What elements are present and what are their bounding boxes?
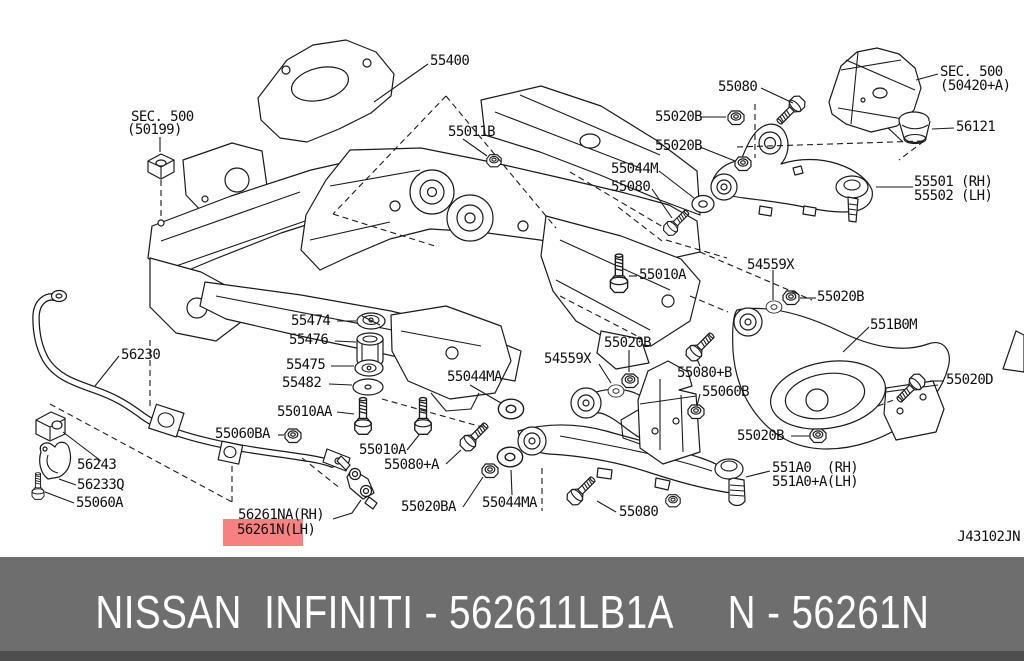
part-label-55010AA[interactable]: 55010AA	[277, 404, 332, 420]
part-label-55400[interactable]: 55400	[430, 53, 470, 69]
footer-bar: NISSAN INFINITI - 562611LB1A N - 56261N	[0, 557, 1024, 661]
footer-brand-partnumber: NISSAN INFINITI - 562611LB1A	[95, 586, 674, 638]
part-label-55482[interactable]: 55482	[282, 375, 322, 391]
part-label-54559X-upper[interactable]: 54559X	[747, 257, 795, 273]
part-label-55020B-b[interactable]: 55020B	[655, 138, 703, 154]
part-label-551B0M[interactable]: 551B0M	[870, 317, 918, 333]
part-label-55060A[interactable]: 55060A	[76, 495, 124, 511]
part-label-55020BA[interactable]: 55020BA	[401, 499, 456, 515]
bolt-glyph	[772, 92, 809, 129]
sec-ref-50199-line1[interactable]: SEC. 500	[131, 109, 194, 125]
part-label-55010A-upper[interactable]: 55010A	[639, 267, 687, 283]
sec-ref-50420-line1[interactable]: SEC. 500	[940, 64, 1003, 80]
part-label-55011B[interactable]: 55011B	[448, 124, 496, 140]
part-label-56230[interactable]: 56230	[121, 347, 161, 363]
part-label-55044M[interactable]: 55044M	[611, 161, 659, 177]
part-label-55502[interactable]: 55502 (LH)	[914, 188, 993, 204]
part-label-56243[interactable]: 56243	[77, 457, 117, 473]
part-label-55020D[interactable]: 55020D	[946, 372, 994, 388]
washer-glyph	[691, 194, 715, 214]
part-label-55020B-e[interactable]: 55020B	[737, 428, 785, 444]
part-label-55044MA-upper[interactable]: 55044MA	[447, 369, 502, 385]
stabilizer-link-drawing	[336, 455, 378, 510]
part-label-55474[interactable]: 55474	[291, 313, 331, 329]
rear-lower-arm-drawing	[732, 307, 1024, 450]
part-label-55475[interactable]: 55475	[286, 357, 326, 373]
part-label-56261N-LH-highlighted[interactable]: 56261N(LH)	[237, 522, 316, 538]
part-label-55010A-lower[interactable]: 55010A	[359, 442, 407, 458]
upper-arm-drawing	[710, 123, 873, 223]
part-label-55476[interactable]: 55476	[289, 332, 329, 348]
front-lower-arm-drawing	[517, 360, 746, 507]
hex-nut-glyph	[486, 154, 502, 168]
part-label-55080plusA[interactable]: 55080+A	[384, 457, 439, 473]
part-label-551A0-RH[interactable]: 551A0 (RH)	[772, 460, 859, 476]
highlight-box	[223, 519, 303, 546]
diagram-code: J43102JN	[957, 529, 1020, 545]
part-label-56261NA-RH[interactable]: 56261NA(RH)	[238, 507, 325, 523]
part-label-55060BA[interactable]: 55060BA	[215, 426, 270, 442]
part-label-55501[interactable]: 55501 (RH)	[914, 174, 993, 190]
footer-n-partnumber: N - 56261N	[727, 586, 929, 638]
part-label-55044MA-lower[interactable]: 55044MA	[482, 495, 537, 511]
part-label-55020B-a[interactable]: 55020B	[655, 109, 703, 125]
sec-ref-50199-line2[interactable]: (50199)	[127, 122, 182, 138]
footer-text: NISSAN INFINITI - 562611LB1A N - 56261N	[95, 585, 929, 639]
dashed-lines	[49, 95, 925, 511]
subframe-drawing	[147, 39, 701, 412]
part-label-55020B-d[interactable]: 55020B	[604, 335, 652, 351]
part-label-55020B-c[interactable]: 55020B	[817, 289, 865, 305]
part-label-56121[interactable]: 56121	[956, 119, 996, 135]
part-label-55080-mid[interactable]: 55080	[611, 179, 651, 195]
part-label-55080-top[interactable]: 55080	[718, 79, 758, 95]
leader-lines	[44, 63, 955, 520]
part-label-56233Q[interactable]: 56233Q	[77, 477, 125, 493]
part-label-55080-low[interactable]: 55080	[619, 504, 659, 520]
sec-ref-50420-line2[interactable]: (50420+A)	[940, 78, 1011, 94]
part-label-55060B[interactable]: 55060B	[702, 384, 750, 400]
part-label-55080plusB[interactable]: 55080+B	[677, 365, 732, 381]
footer-bottom-strip	[0, 651, 1024, 661]
mount-stack-drawing	[352, 312, 386, 396]
part-label-551A0-LH[interactable]: 551A0+A(LH)	[772, 474, 859, 490]
square-nut-glyph	[147, 153, 175, 180]
bump-stop-drawing	[898, 111, 931, 145]
part-label-54559X-mid[interactable]: 54559X	[544, 351, 592, 367]
bushing-clamp-drawing	[35, 411, 72, 480]
shield-drawing	[828, 47, 922, 143]
diagram-canvas	[31, 39, 1024, 520]
